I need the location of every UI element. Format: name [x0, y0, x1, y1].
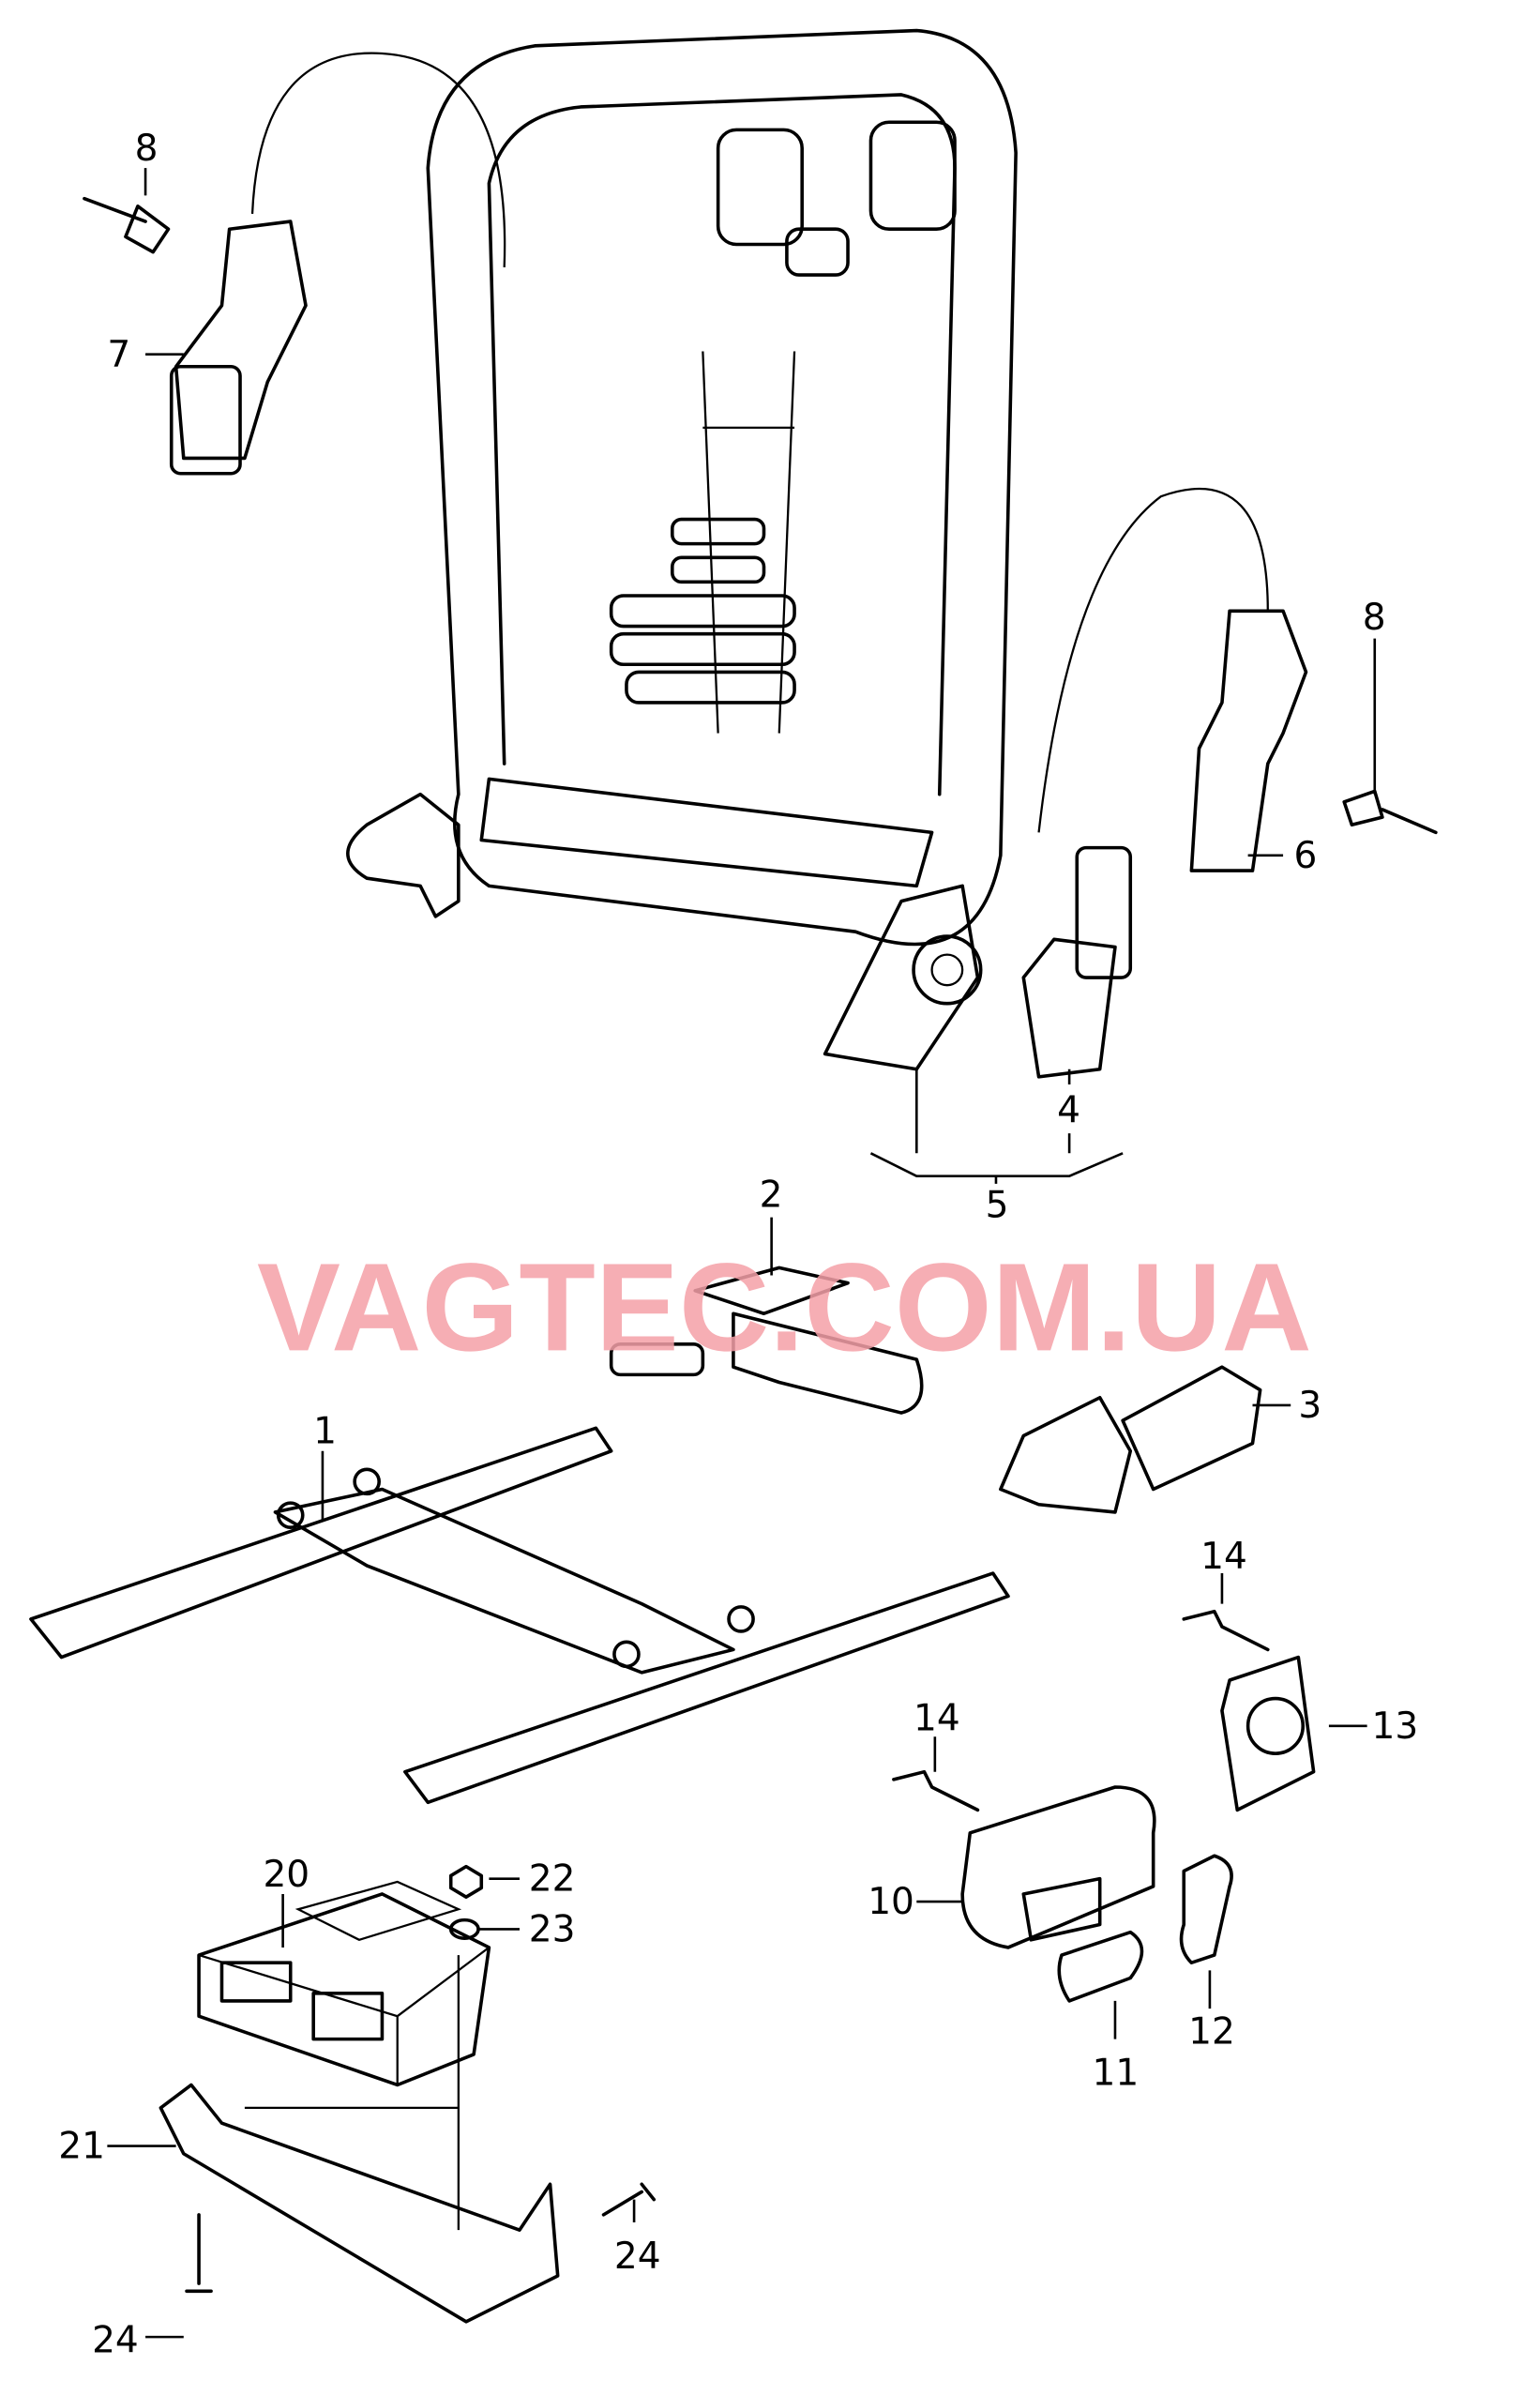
part-8-bolt-left[interactable]	[83, 196, 171, 254]
part-6-motor[interactable]	[1189, 609, 1308, 872]
cable-6	[1037, 487, 1269, 833]
part-12-knob[interactable]	[1179, 1854, 1233, 1965]
callout-12: 12	[1188, 2011, 1235, 2054]
part-3-tilt-motor[interactable]	[999, 1365, 1262, 1514]
lumbar-support	[609, 517, 796, 705]
part-24-screw-right[interactable]	[601, 2182, 657, 2217]
part-14-screw-upper[interactable]	[1182, 1609, 1270, 1652]
callout-10: 10	[868, 1881, 914, 1923]
callout-5: 5	[986, 1185, 1009, 1227]
callout-24-left: 24	[92, 2319, 139, 2361]
part-10-switch-housing[interactable]	[960, 1785, 1156, 1949]
callout-3: 3	[1298, 1385, 1321, 1427]
part-11-knob[interactable]	[1057, 1930, 1144, 2003]
watermark: VAGTEC.COM.UA	[257, 1237, 1312, 1377]
part-8-bolt-right[interactable]	[1342, 789, 1438, 835]
part-1-seat-frame-rails[interactable]	[29, 1426, 1010, 1805]
part-2-height-motor[interactable]	[609, 1266, 924, 1415]
callout-4: 4	[1057, 1090, 1080, 1132]
callout-24-right: 24	[614, 2236, 661, 2278]
callout-2: 2	[760, 1174, 783, 1216]
callout-23: 23	[529, 1908, 576, 1950]
part-22-nut[interactable]	[448, 1864, 484, 1900]
callout-11: 11	[1093, 2052, 1140, 2094]
callout-1: 1	[313, 1411, 337, 1453]
callout-8-right: 8	[1363, 597, 1386, 639]
part-20-control-unit[interactable]	[197, 1880, 491, 2087]
callout-13: 13	[1372, 1705, 1419, 1748]
part-13-switch[interactable]	[1220, 1655, 1316, 1812]
part-21-bracket[interactable]	[159, 2083, 560, 2324]
callout-6: 6	[1293, 835, 1317, 877]
callout-14-upper: 14	[1200, 1536, 1247, 1578]
callout-22: 22	[529, 1858, 576, 1901]
part-7-motor[interactable]	[169, 220, 308, 476]
callout-7: 7	[107, 334, 130, 376]
part-24-screw-left[interactable]	[185, 2213, 213, 2294]
cable-7	[250, 52, 506, 267]
part-4-recliner-motor[interactable]	[1021, 845, 1133, 1079]
part-14-screw-lower[interactable]	[892, 1769, 980, 1812]
seat-backrest-frame[interactable]	[346, 28, 1018, 1071]
callout-21: 21	[58, 2126, 105, 2168]
group-bracket-5	[869, 1152, 1124, 1184]
callout-14-lower: 14	[913, 1698, 960, 1740]
leader-lines	[107, 168, 1377, 2339]
callout-8-left: 8	[135, 128, 159, 170]
callout-20: 20	[263, 1854, 310, 1896]
